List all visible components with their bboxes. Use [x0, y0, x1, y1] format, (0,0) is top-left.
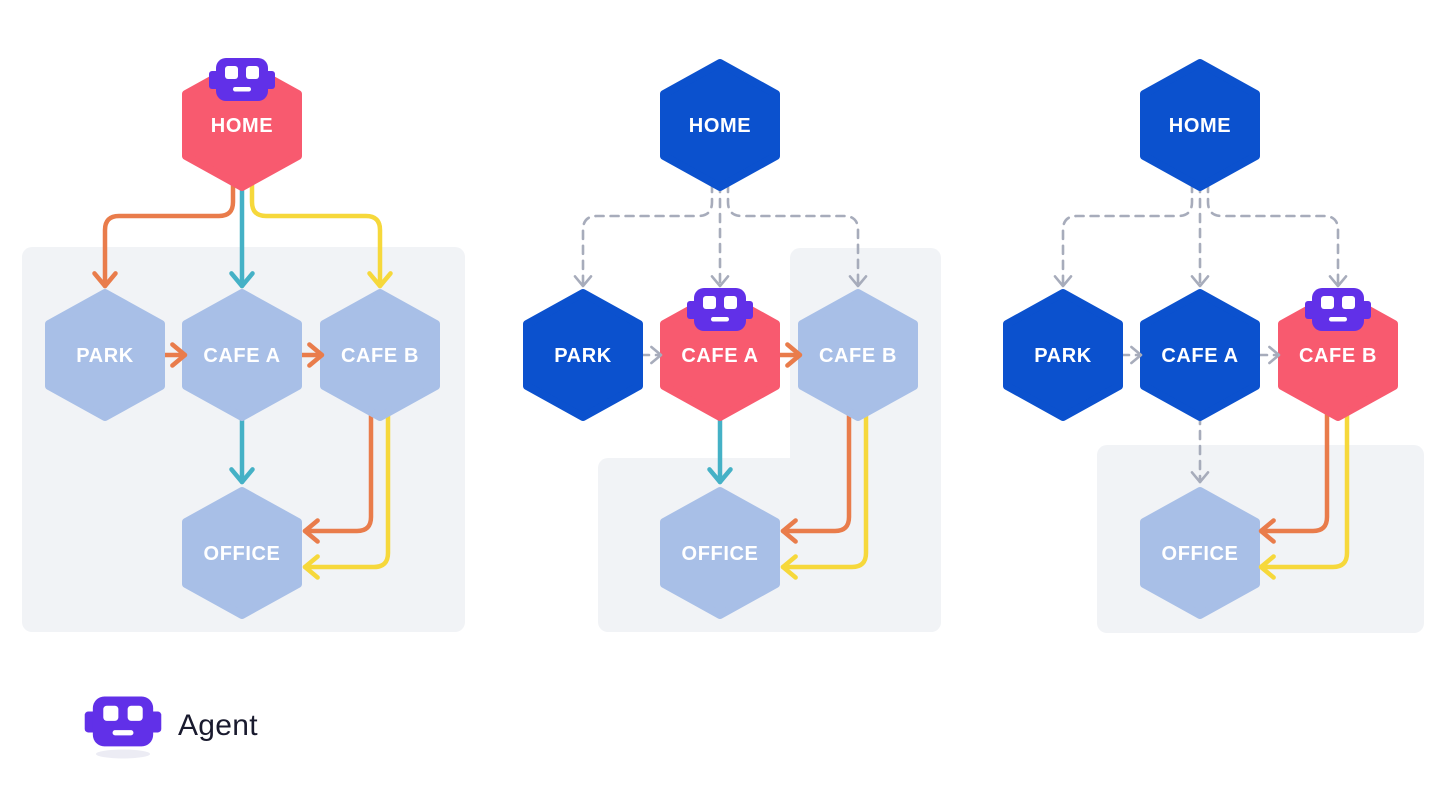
diagram-step-1-agent-at-home: HOME PARK CAFE A CAFE B OFFICE — [22, 58, 465, 632]
arrowhead — [780, 554, 798, 580]
agent-robot-icon — [84, 696, 162, 759]
node-cafe-b: CAFE B — [1278, 288, 1398, 421]
arrowhead — [785, 342, 803, 368]
hexagon-shape — [660, 487, 780, 619]
arrowhead — [307, 342, 325, 368]
legend: Agent — [84, 692, 258, 760]
hexagon-shape — [320, 289, 440, 421]
node-home: HOME — [182, 58, 302, 191]
hexagon-shape — [523, 289, 643, 421]
node-label: CAFE B — [819, 345, 897, 367]
node-cafe-a: CAFE A — [660, 288, 780, 421]
node-label: CAFE A — [1161, 345, 1238, 367]
node-park: PARK — [523, 289, 643, 421]
node-label: HOME — [689, 115, 751, 137]
hexagon-shape — [1140, 59, 1260, 191]
hexagon-shape — [45, 289, 165, 421]
dashed-gray-edge — [1061, 182, 1194, 288]
hexagon-shape — [182, 59, 302, 191]
arrowhead — [710, 275, 730, 288]
arrowhead — [1190, 275, 1210, 288]
arrowhead — [1190, 471, 1210, 484]
arrowhead — [302, 554, 320, 580]
node-label: OFFICE — [1162, 543, 1239, 565]
node-label: CAFE A — [203, 345, 280, 367]
node-park: PARK — [1003, 289, 1123, 421]
arrowhead — [1268, 345, 1281, 365]
node-home: HOME — [1140, 59, 1260, 191]
arrowhead — [92, 271, 118, 289]
diagram-step-3-agent-at-cafe-b: HOME PARK CAFE A CAFE B OFFICE — [1003, 59, 1424, 633]
yellow-edge — [780, 407, 869, 570]
arrowhead — [229, 467, 255, 485]
node-label: PARK — [554, 345, 612, 367]
arrowhead — [229, 271, 255, 289]
hexagon-shape — [1140, 487, 1260, 619]
node-park: PARK — [45, 289, 165, 421]
node-label: HOME — [211, 115, 273, 137]
agent-robot-icon — [1305, 288, 1371, 331]
hexagon-shape — [1278, 289, 1398, 421]
arrowhead — [1328, 275, 1348, 288]
dashed-gray-edge — [1206, 182, 1340, 288]
orange-edge — [102, 181, 236, 289]
node-label: HOME — [1169, 115, 1231, 137]
arrowhead — [650, 345, 663, 365]
hexagon-shape — [660, 59, 780, 191]
node-office: OFFICE — [660, 487, 780, 619]
node-label: PARK — [76, 345, 134, 367]
node-cafe-b: CAFE B — [798, 289, 918, 421]
node-label: CAFE B — [341, 345, 419, 367]
arrowhead — [1258, 518, 1276, 544]
node-cafe-a: CAFE A — [1140, 289, 1260, 421]
node-home: HOME — [660, 59, 780, 191]
hexagon-shape — [1140, 289, 1260, 421]
node-label: OFFICE — [204, 543, 281, 565]
yellow-edge — [249, 181, 383, 289]
node-label: OFFICE — [682, 543, 759, 565]
orange-edge — [1258, 407, 1330, 534]
hexagon-shape — [1003, 289, 1123, 421]
legend-robot-icon — [84, 696, 162, 747]
arrowhead — [780, 518, 798, 544]
node-office: OFFICE — [1140, 487, 1260, 619]
agent-robot-icon — [209, 58, 275, 101]
hexagon-shape — [798, 289, 918, 421]
node-cafe-a: CAFE A — [182, 289, 302, 421]
node-label: CAFE A — [681, 345, 758, 367]
dashed-gray-edge — [581, 182, 714, 288]
hexagon-shape — [182, 289, 302, 421]
node-cafe-b: CAFE B — [320, 289, 440, 421]
orange-edge — [780, 407, 852, 534]
arrowhead — [1258, 554, 1276, 580]
arrowhead — [707, 467, 733, 485]
arrowhead — [367, 271, 393, 289]
arrowhead — [1130, 345, 1143, 365]
agent-robot-icon — [687, 288, 753, 331]
hexagon-shape — [182, 487, 302, 619]
robot-shadow — [96, 749, 150, 759]
arrowhead — [1053, 275, 1073, 288]
node-office: OFFICE — [182, 487, 302, 619]
arrowhead — [848, 275, 868, 288]
node-label: CAFE B — [1299, 345, 1377, 367]
arrowhead — [302, 518, 320, 544]
yellow-edge — [302, 407, 391, 570]
orange-edge — [302, 407, 374, 534]
arrowhead — [170, 342, 188, 368]
arrowhead — [573, 275, 593, 288]
yellow-edge — [1258, 407, 1350, 570]
legend-label: Agent — [178, 709, 258, 742]
node-label: PARK — [1034, 345, 1092, 367]
hexagon-shape — [660, 289, 780, 421]
diagram-step-2-agent-at-cafe-a: HOME PARK CAFE A CAFE B OFFICE — [523, 59, 941, 632]
dashed-gray-edge — [726, 182, 860, 288]
